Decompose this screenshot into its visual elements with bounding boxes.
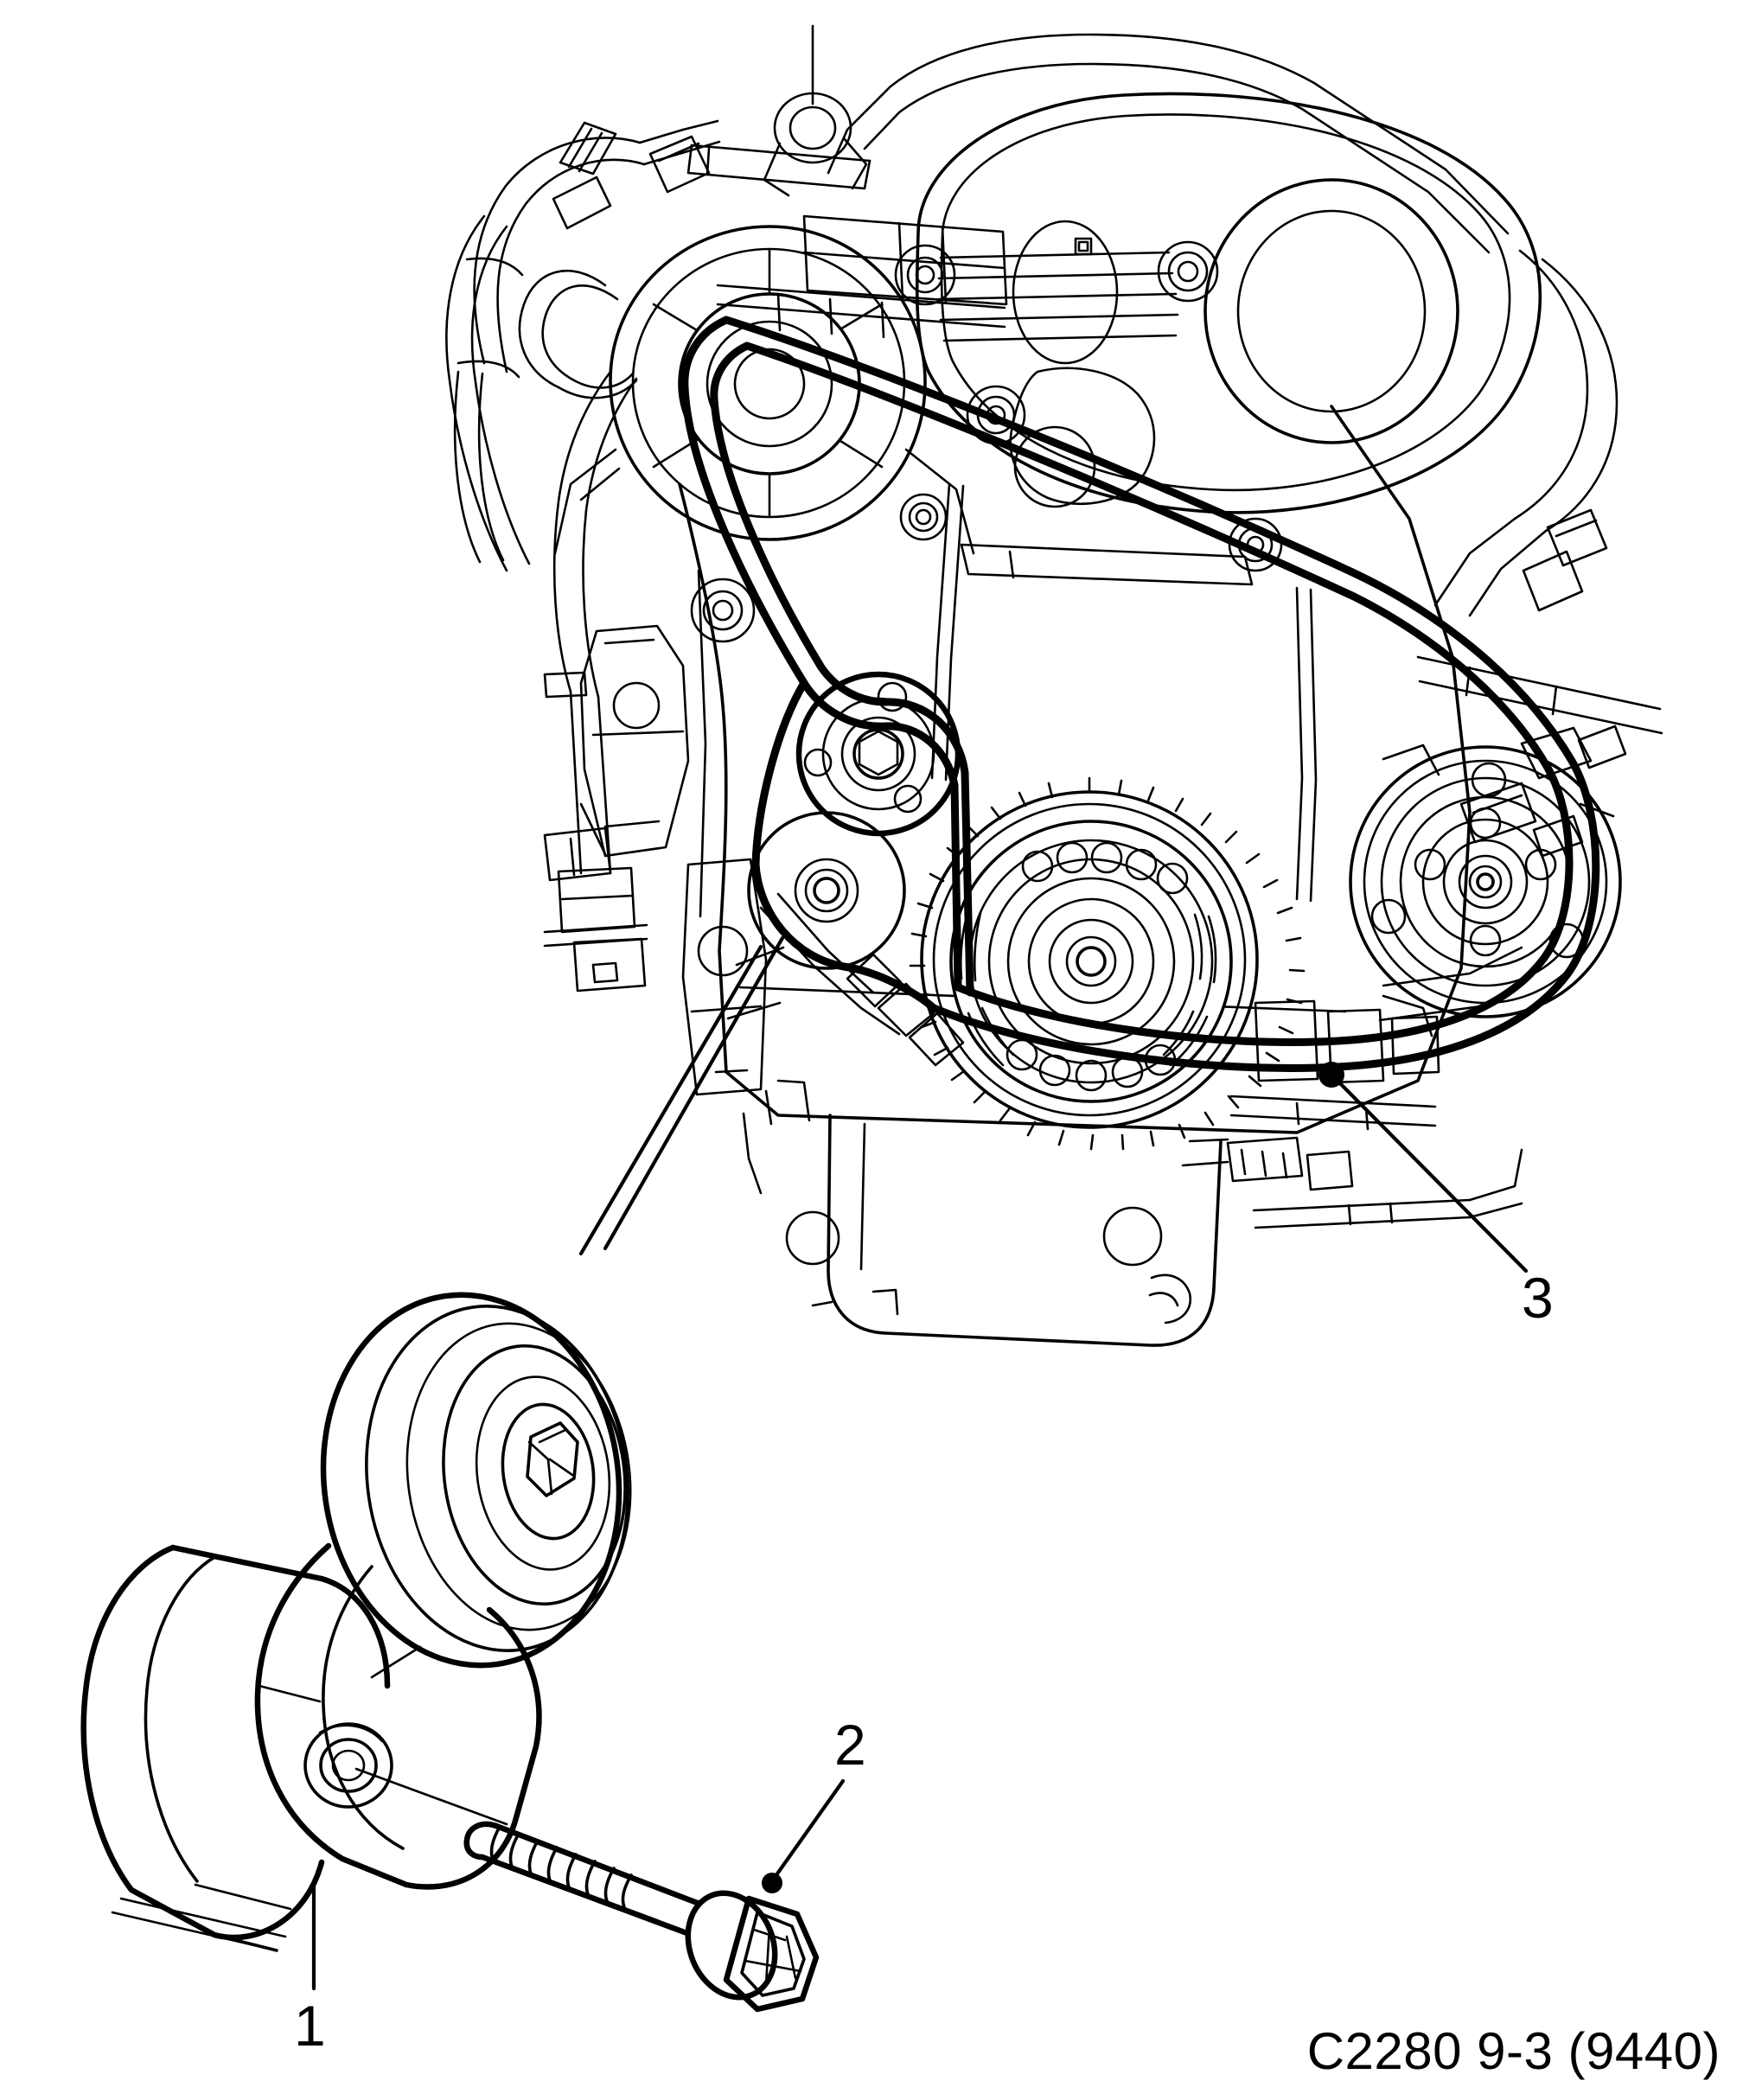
reluctor-ring (909, 776, 1306, 1151)
tensioner-assembly-exploded (80, 1292, 632, 1952)
tensioner-pulley (320, 1292, 632, 1669)
block-right-contour (1252, 946, 1523, 1229)
drive-belt (680, 316, 1600, 1072)
callout-label-1: 1 (294, 1994, 326, 2058)
leader-lines (311, 935, 1529, 1991)
engine-mount-bracket (543, 624, 690, 882)
figure-caption: C2280 9-3 (9440) (1306, 2022, 1721, 2080)
hose-arcs-left (445, 214, 531, 572)
tensioner-body (80, 1544, 391, 1952)
dipstick-tube (930, 482, 1318, 903)
leader-line-2 (767, 1778, 846, 1887)
air-intake-duct (686, 24, 1510, 339)
right-hoses (1416, 249, 1663, 858)
tensioner-arm (254, 1542, 542, 1890)
engine-assembly (445, 24, 1663, 1347)
leader-line-tensioner-a (578, 944, 763, 1256)
intake-hose-group (453, 119, 721, 564)
tensioner-bolt (354, 1767, 820, 2013)
tensioner-mounting-eye (303, 1722, 393, 1809)
lower-right-accessory (1181, 999, 1440, 1191)
leader-line-3 (1329, 1072, 1529, 1273)
idler-pulley (747, 811, 906, 970)
coolant-hose-left (543, 370, 648, 993)
timing-cover (899, 92, 1542, 586)
bolt-head (685, 1890, 820, 2013)
ac-compressor-pulley (1349, 744, 1622, 1037)
leader-dot-3 (1318, 1062, 1344, 1088)
callout-label-2: 2 (834, 1713, 866, 1777)
leader-dot-2 (762, 1873, 782, 1893)
callout-label-3: 3 (1522, 1266, 1554, 1330)
leader-line-tensioner-b (603, 935, 785, 1251)
